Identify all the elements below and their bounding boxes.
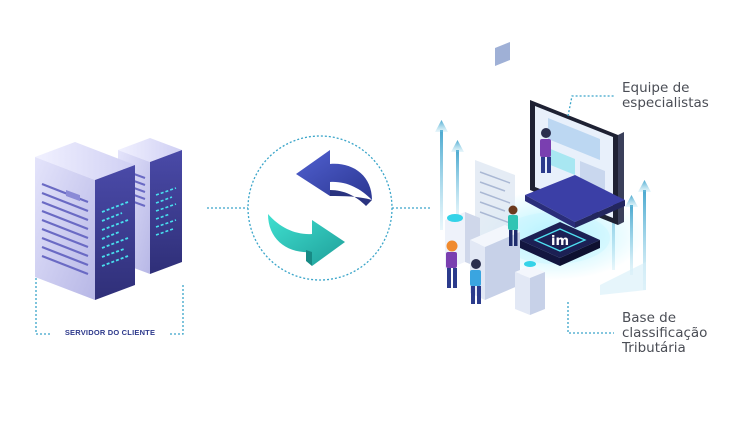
sync-arrow-teal-icon — [268, 214, 345, 266]
sync-icon — [247, 135, 393, 281]
person-orange-icon — [446, 240, 458, 288]
sync-arrow-blue-icon — [296, 150, 372, 206]
base-bracket — [567, 302, 614, 334]
team-label-line1: Equipe de — [622, 80, 690, 96]
base-label-line1: Base de — [622, 310, 677, 326]
machine-right — [515, 261, 545, 315]
workspace-illustration: im — [435, 41, 651, 315]
base-label-line2: classificação — [622, 325, 708, 341]
logo-text: im — [551, 234, 569, 249]
server-bracket — [35, 278, 184, 335]
server-caption: SERVIDOR DO CLIENTE — [64, 328, 156, 337]
server-illustration — [35, 138, 182, 300]
specialist-person-icon — [540, 128, 551, 173]
base-label-line3: Tributária — [622, 340, 686, 356]
team-label-line2: especialistas — [622, 95, 709, 111]
logo-base: im — [520, 222, 600, 266]
team-bracket — [567, 95, 614, 117]
person-teal-icon — [508, 205, 518, 246]
server-rack-front — [35, 142, 135, 300]
person-blue-icon — [470, 259, 481, 304]
platform — [525, 175, 625, 228]
